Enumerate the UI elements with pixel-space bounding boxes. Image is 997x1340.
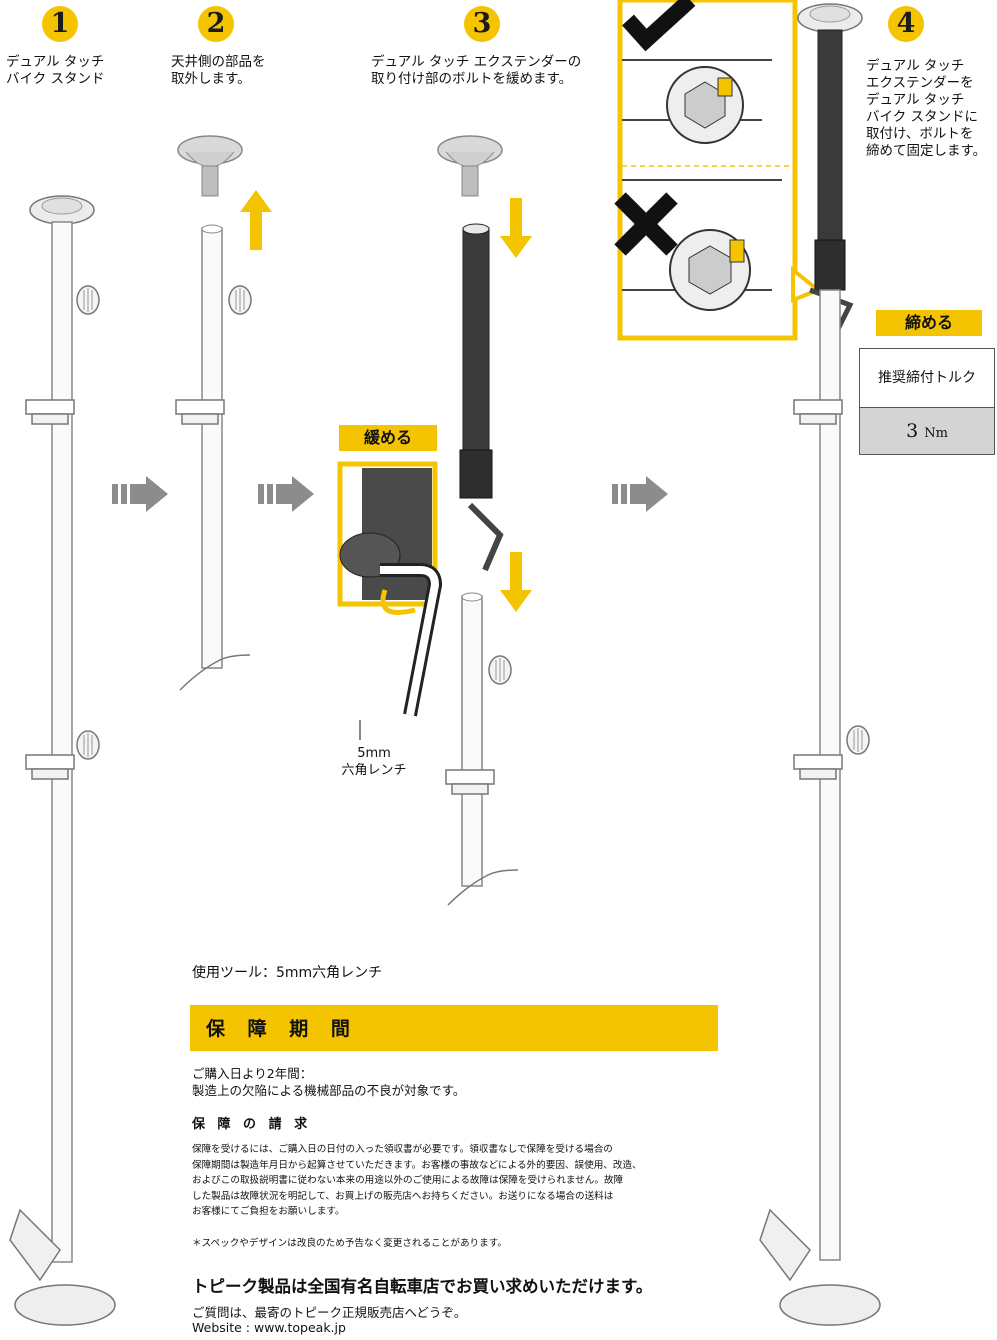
torque-table: 推奨締付トルク 3 Nm (859, 348, 995, 455)
step-4-number: 4 (888, 6, 924, 42)
extender-pole-illustration (459, 223, 504, 572)
tighten-label: 締める (876, 310, 982, 336)
wrench-label: 5mm 六角レンチ (341, 746, 407, 778)
claim-line: した製品は故障状況を明記して、お買上げの販売店へお持ちください。お送りになる場合… (192, 1190, 614, 1202)
stand-illustration-3 (445, 592, 519, 906)
footer-contact: ご質問は、最寄のトピーク正規販売店へどうぞ。 (192, 1305, 467, 1320)
step-4-caption: デュアル タッチ エクステンダーを デュアル タッチ バイク スタンドに 取付け… (866, 58, 987, 159)
claim-line: 保障を受けるには、ご購入日の日付の入った領収書が必要です。領収書なしで保障を受け… (192, 1144, 613, 1155)
claim-body: 保障を受けるには、ご購入日の日付の入った領収書が必要です。領収書なしで保障を受け… (192, 1142, 722, 1220)
stand-illustration-4 (759, 3, 881, 1326)
claim-title: 保 障 の 請 求 (192, 1117, 312, 1132)
torque-value: 3 (906, 420, 919, 442)
torque-unit: Nm (924, 426, 948, 441)
step-3-caption: デュアル タッチ エクステンダーの 取り付け部のボルトを緩めます。 (371, 54, 582, 87)
tool-text: 使用ツール：5mm六角レンチ (192, 965, 383, 981)
extender-cap-illustration (437, 135, 503, 197)
ceiling-cap-illustration (177, 135, 243, 197)
step-3-number: 3 (464, 6, 500, 42)
warranty-period-line-1: ご購入日より2年間： (192, 1066, 313, 1081)
loosen-detail-illustration (337, 461, 443, 740)
warranty-title: 保 障 期 間 (206, 1018, 358, 1040)
stand-illustration-2 (175, 224, 252, 691)
footer-website: Website : www.topeak.jp (192, 1320, 346, 1335)
next-arrow-icon (112, 476, 168, 512)
down-arrow-icon (500, 552, 532, 612)
step-2-number: 2 (198, 6, 234, 42)
claim-line: およびこの取扱説明書に従わない本来の用途以外のご使用による故障は保障を受けられま… (192, 1175, 624, 1186)
step-1-caption: デュアル タッチ バイク スタンド (6, 54, 105, 87)
cross-icon (614, 192, 678, 256)
claim-line: お客様にてご負担をお願いします。 (192, 1206, 345, 1217)
down-arrow-icon (500, 198, 532, 258)
stand-illustration-1 (9, 195, 116, 1326)
loosen-label: 緩める (339, 425, 437, 451)
up-arrow-icon (240, 190, 272, 250)
claim-line: 保障期間は製造年月日から起算させていただきます。お客様の事故などによる外的要因、… (192, 1159, 642, 1171)
next-arrow-icon (612, 476, 668, 512)
bolt-position-detail (617, 0, 822, 341)
torque-value-cell: 3 Nm (860, 408, 994, 454)
warranty-banner: 保 障 期 間 (190, 1005, 718, 1051)
warranty-period-line-2: 製造上の欠陥による機械部品の不良が対象です。 (192, 1083, 466, 1098)
check-icon (622, 0, 696, 52)
footer-headline: トピーク製品は全国有名自転車店でお買い求めいただけます。 (192, 1277, 653, 1296)
torque-header: 推奨締付トルク (860, 349, 994, 408)
step-2-caption: 天井側の部品を 取外します。 (171, 54, 266, 87)
step-1-number: 1 (42, 6, 78, 42)
spec-note: ＊スペックやデザインは改良のため予告なく変更されることがあります。 (192, 1238, 507, 1249)
next-arrow-icon (258, 476, 314, 512)
